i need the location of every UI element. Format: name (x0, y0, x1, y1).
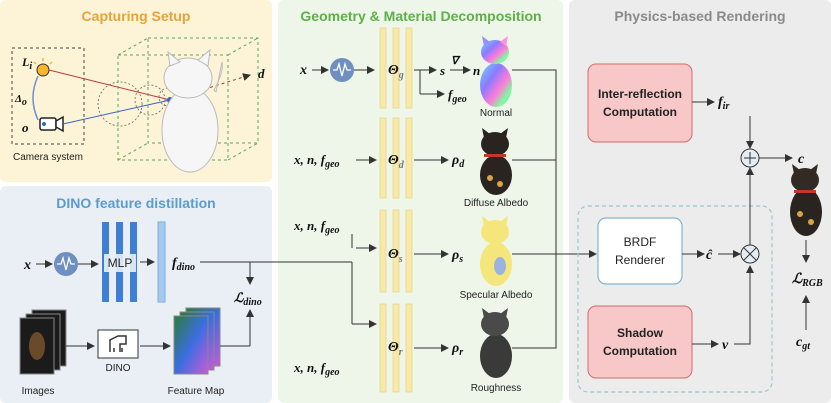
interreflection-box: Inter-reflection Computation (587, 63, 693, 143)
origin-label: o (22, 120, 29, 135)
normal-caption: Normal (480, 108, 512, 119)
rgb-loss: ℒRGB (792, 272, 823, 289)
merge-lines (512, 69, 594, 349)
camera-system-box (11, 47, 85, 145)
shadow-box: Shadow Computation (587, 305, 693, 379)
plus-node (740, 148, 760, 168)
normal-output: n (473, 63, 480, 78)
c-gt-label: cgt (796, 335, 811, 352)
rendering-title: Physics-based Rendering (614, 8, 785, 24)
feature-map-stack (173, 307, 221, 375)
brdf-line1: BRDF (624, 235, 657, 249)
camera-icon (39, 115, 64, 133)
v-label: v (722, 338, 729, 353)
render-dashed-region (577, 205, 773, 393)
dino-feature-bar (157, 221, 166, 303)
theta-g: Θg (388, 63, 404, 81)
positional-encoding-icon (54, 252, 78, 276)
light-icon (33, 58, 53, 77)
interreflection-line2: Computation (603, 105, 677, 119)
theta-d: Θd (388, 153, 405, 171)
camera-system-label: Camera system (13, 152, 83, 163)
geo-row4-input: x, n, fgeo (293, 360, 340, 378)
roughness-caption: Roughness (471, 383, 522, 394)
diffuse-output: ρd (451, 153, 465, 170)
light-ray (48, 69, 171, 101)
dino-model-box (97, 329, 139, 359)
offset-arc (32, 75, 39, 121)
mlp-label: MLP (108, 256, 133, 270)
geo-positional-encoding-icon (330, 58, 354, 82)
brdf-box: BRDF Renderer (597, 217, 683, 285)
dino-title: DINO feature distillation (56, 195, 215, 211)
brdf-line2: Renderer (615, 253, 665, 267)
rendered-cat (790, 164, 822, 236)
dino-feature-output: fdino (172, 256, 195, 273)
geo-row1-input: x (299, 63, 307, 78)
f-ir-label: fir (718, 95, 729, 112)
roughness-cat (480, 308, 512, 378)
fgeo-output: fgeo (448, 87, 467, 105)
c-label: c (798, 152, 805, 167)
shadow-line1: Shadow (617, 326, 664, 340)
feature-map-label: Feature Map (168, 386, 225, 397)
c-hat-label: ĉ (706, 248, 713, 263)
direction-label: d (258, 66, 265, 81)
diffuse-albedo-cat (480, 128, 512, 195)
light-label: Li (21, 55, 32, 72)
normal-map-cat (480, 36, 512, 107)
specular-caption: Specular Albedo (460, 290, 533, 301)
geo-row2-input: x, n, fgeo (293, 152, 340, 170)
camera-ray (62, 99, 171, 125)
dino-loss: ℒdino (234, 290, 262, 308)
interreflection-line1: Inter-reflection (598, 87, 682, 101)
theta-s: Θs (388, 247, 403, 265)
roughness-output: ρr (451, 341, 463, 358)
input-images-stack (19, 309, 67, 375)
sdf-output: s (439, 63, 445, 78)
specular-output: ρs (451, 248, 463, 265)
specular-albedo-cat (480, 216, 512, 286)
v-to-times (734, 265, 754, 345)
shadow-line2: Computation (603, 344, 677, 358)
dino-box-label: DINO (106, 363, 131, 374)
geo-row3-input: x, n, fgeo (293, 218, 340, 236)
theta-columns (379, 27, 413, 393)
geometry-title: Geometry & Material Decomposition (300, 8, 541, 24)
diffuse-caption: Diffuse Albedo (464, 198, 529, 209)
camera-system-group: Camera system Li Δo o (11, 47, 85, 163)
times-node (740, 244, 760, 264)
theta-r: Θr (388, 340, 403, 358)
images-label: Images (22, 386, 55, 397)
nabla-symbol: ∇ (451, 55, 461, 67)
white-cat-object (161, 48, 223, 173)
capturing-setup-title: Capturing Setup (82, 8, 191, 24)
dino-input-x: x (23, 258, 31, 273)
dino-mlp: MLP (102, 222, 137, 302)
offset-label: Δo (14, 93, 27, 108)
